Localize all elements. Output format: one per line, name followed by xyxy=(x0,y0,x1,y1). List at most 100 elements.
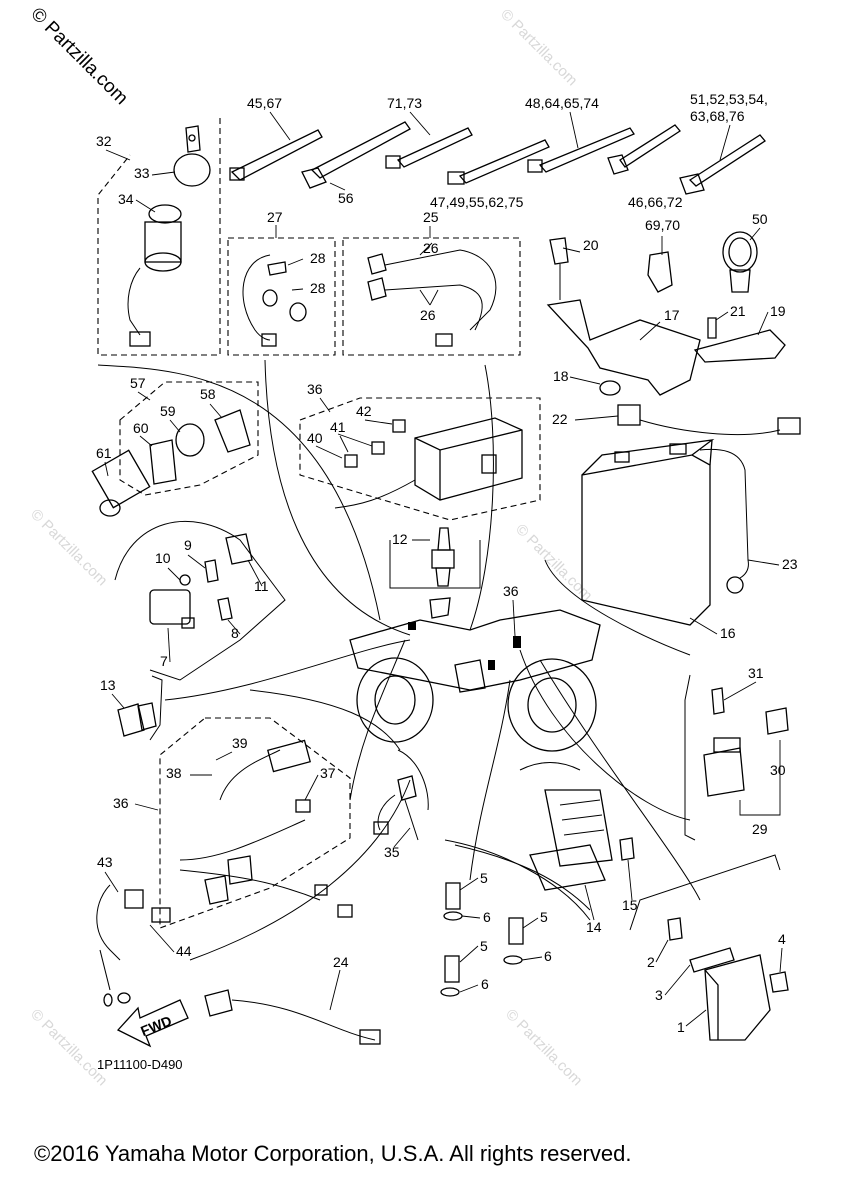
callout-21: 21 xyxy=(730,303,746,319)
callout-leaders xyxy=(104,111,783,1027)
sub-harness-27 xyxy=(227,237,336,356)
callout-28-top: 28 xyxy=(310,250,326,266)
watermark-2: © Partzilla.com xyxy=(27,506,110,589)
cable-tie-46-66 xyxy=(607,124,681,175)
fwd-arrow[interactable]: FWD xyxy=(116,999,189,1048)
sensor-13 xyxy=(117,675,163,741)
callout-29: 29 xyxy=(752,821,768,837)
bolts-5-6 xyxy=(440,882,524,997)
callout-50: 50 xyxy=(752,211,768,227)
callout-71-73: 71,73 xyxy=(387,95,422,111)
callout-15: 15 xyxy=(622,897,638,913)
fuse-box-group xyxy=(299,397,541,521)
watermark-5: © Partzilla.com xyxy=(502,1006,585,1089)
watermark-main: © Partzilla.com xyxy=(26,4,131,109)
callout-37: 37 xyxy=(320,765,336,781)
sub-harness-43 xyxy=(96,884,171,1007)
watermark-1: © Partzilla.com xyxy=(497,6,580,89)
callout-35: 35 xyxy=(384,844,400,860)
wire-harness-group xyxy=(159,717,353,929)
callout-48-74: 48,64,65,74 xyxy=(525,95,599,111)
watermark-3: © Partzilla.com xyxy=(512,521,595,604)
callout-26-top: 26 xyxy=(423,240,439,256)
rectifier-group xyxy=(444,762,635,921)
starter-relay-group xyxy=(684,674,789,841)
callout-27: 27 xyxy=(267,209,283,225)
cable-tie-45-67 xyxy=(229,129,323,181)
callout-43: 43 xyxy=(97,854,113,870)
callout-12: 12 xyxy=(392,531,408,547)
callout-18: 18 xyxy=(553,368,569,384)
callout-23: 23 xyxy=(782,556,798,572)
callout-36-mid: 36 xyxy=(503,583,519,599)
callout-34: 34 xyxy=(118,191,134,207)
callout-4: 4 xyxy=(778,931,786,947)
callout-58: 58 xyxy=(200,386,216,402)
cable-tie-clamp-51 xyxy=(679,134,766,195)
spark-plug xyxy=(389,527,481,589)
callout-9: 9 xyxy=(184,537,192,553)
key xyxy=(173,125,211,187)
cable-tie-clamp-56 xyxy=(301,121,411,191)
callout-26-bottom: 26 xyxy=(420,307,436,323)
callout-45-67: 45,67 xyxy=(247,95,282,111)
callout-2: 2 xyxy=(647,954,655,970)
callout-38: 38 xyxy=(166,765,182,781)
callout-20: 20 xyxy=(583,237,599,253)
copyright-notice: ©2016 Yamaha Motor Corporation, U.S.A. A… xyxy=(34,1141,631,1166)
callout-60: 60 xyxy=(133,420,149,436)
callout-labels: 45,67 71,73 48,64,65,74 51,52,53,54, 63,… xyxy=(96,91,798,1035)
callout-7: 7 xyxy=(160,653,168,669)
callout-51-54: 51,52,53,54, xyxy=(690,91,768,107)
callout-69-70: 69,70 xyxy=(645,217,680,233)
callout-56: 56 xyxy=(338,190,354,206)
main-switch-body xyxy=(127,204,182,347)
callout-6-bottom: 6 xyxy=(481,976,489,992)
battery xyxy=(581,404,801,626)
callout-44: 44 xyxy=(176,943,192,959)
relay-group xyxy=(114,520,286,681)
callout-46-72: 46,66,72 xyxy=(628,194,683,210)
callout-5-right: 5 xyxy=(540,909,548,925)
callout-57: 57 xyxy=(130,375,146,391)
leader-lines xyxy=(97,359,701,961)
cable-tie-47-49 xyxy=(447,139,550,185)
callout-32: 32 xyxy=(96,133,112,149)
sub-harness-25 xyxy=(342,237,521,356)
battery-bracket xyxy=(546,237,701,396)
callout-33: 33 xyxy=(134,165,150,181)
clamp-50 xyxy=(722,231,758,293)
callout-42: 42 xyxy=(356,403,372,419)
callout-17: 17 xyxy=(664,307,680,323)
watermark-layer: © Partzilla.com © Partzilla.com © Partzi… xyxy=(26,4,595,1090)
callout-24: 24 xyxy=(333,954,349,970)
callout-28-bottom: 28 xyxy=(310,280,326,296)
callout-36-left: 36 xyxy=(113,795,129,811)
cable-24 xyxy=(204,989,381,1045)
callout-11: 11 xyxy=(254,578,269,594)
callout-19: 19 xyxy=(770,303,786,319)
watermark-4: © Partzilla.com xyxy=(27,1006,110,1089)
atv-silhouette xyxy=(349,597,601,752)
callout-47-75: 47,49,55,62,75 xyxy=(430,194,524,210)
callout-39: 39 xyxy=(232,735,248,751)
clamp-69-70 xyxy=(647,251,673,293)
callout-30: 30 xyxy=(770,762,786,778)
callout-36-top: 36 xyxy=(307,381,323,397)
callout-63-76: 63,68,76 xyxy=(690,108,745,124)
callout-6-right: 6 xyxy=(544,948,552,964)
callout-6-top: 6 xyxy=(483,909,491,925)
sensor-35 xyxy=(373,775,419,841)
callout-59: 59 xyxy=(160,403,176,419)
callout-5-top: 5 xyxy=(480,870,488,886)
cable-tie-row xyxy=(229,121,766,195)
callout-3: 3 xyxy=(655,987,663,1003)
callout-22: 22 xyxy=(552,411,568,427)
callout-25: 25 xyxy=(423,209,439,225)
callout-8: 8 xyxy=(231,625,239,641)
cable-tie-48-64 xyxy=(527,127,635,173)
callout-40: 40 xyxy=(307,430,323,446)
callout-10: 10 xyxy=(155,550,171,566)
callout-16: 16 xyxy=(720,625,736,641)
